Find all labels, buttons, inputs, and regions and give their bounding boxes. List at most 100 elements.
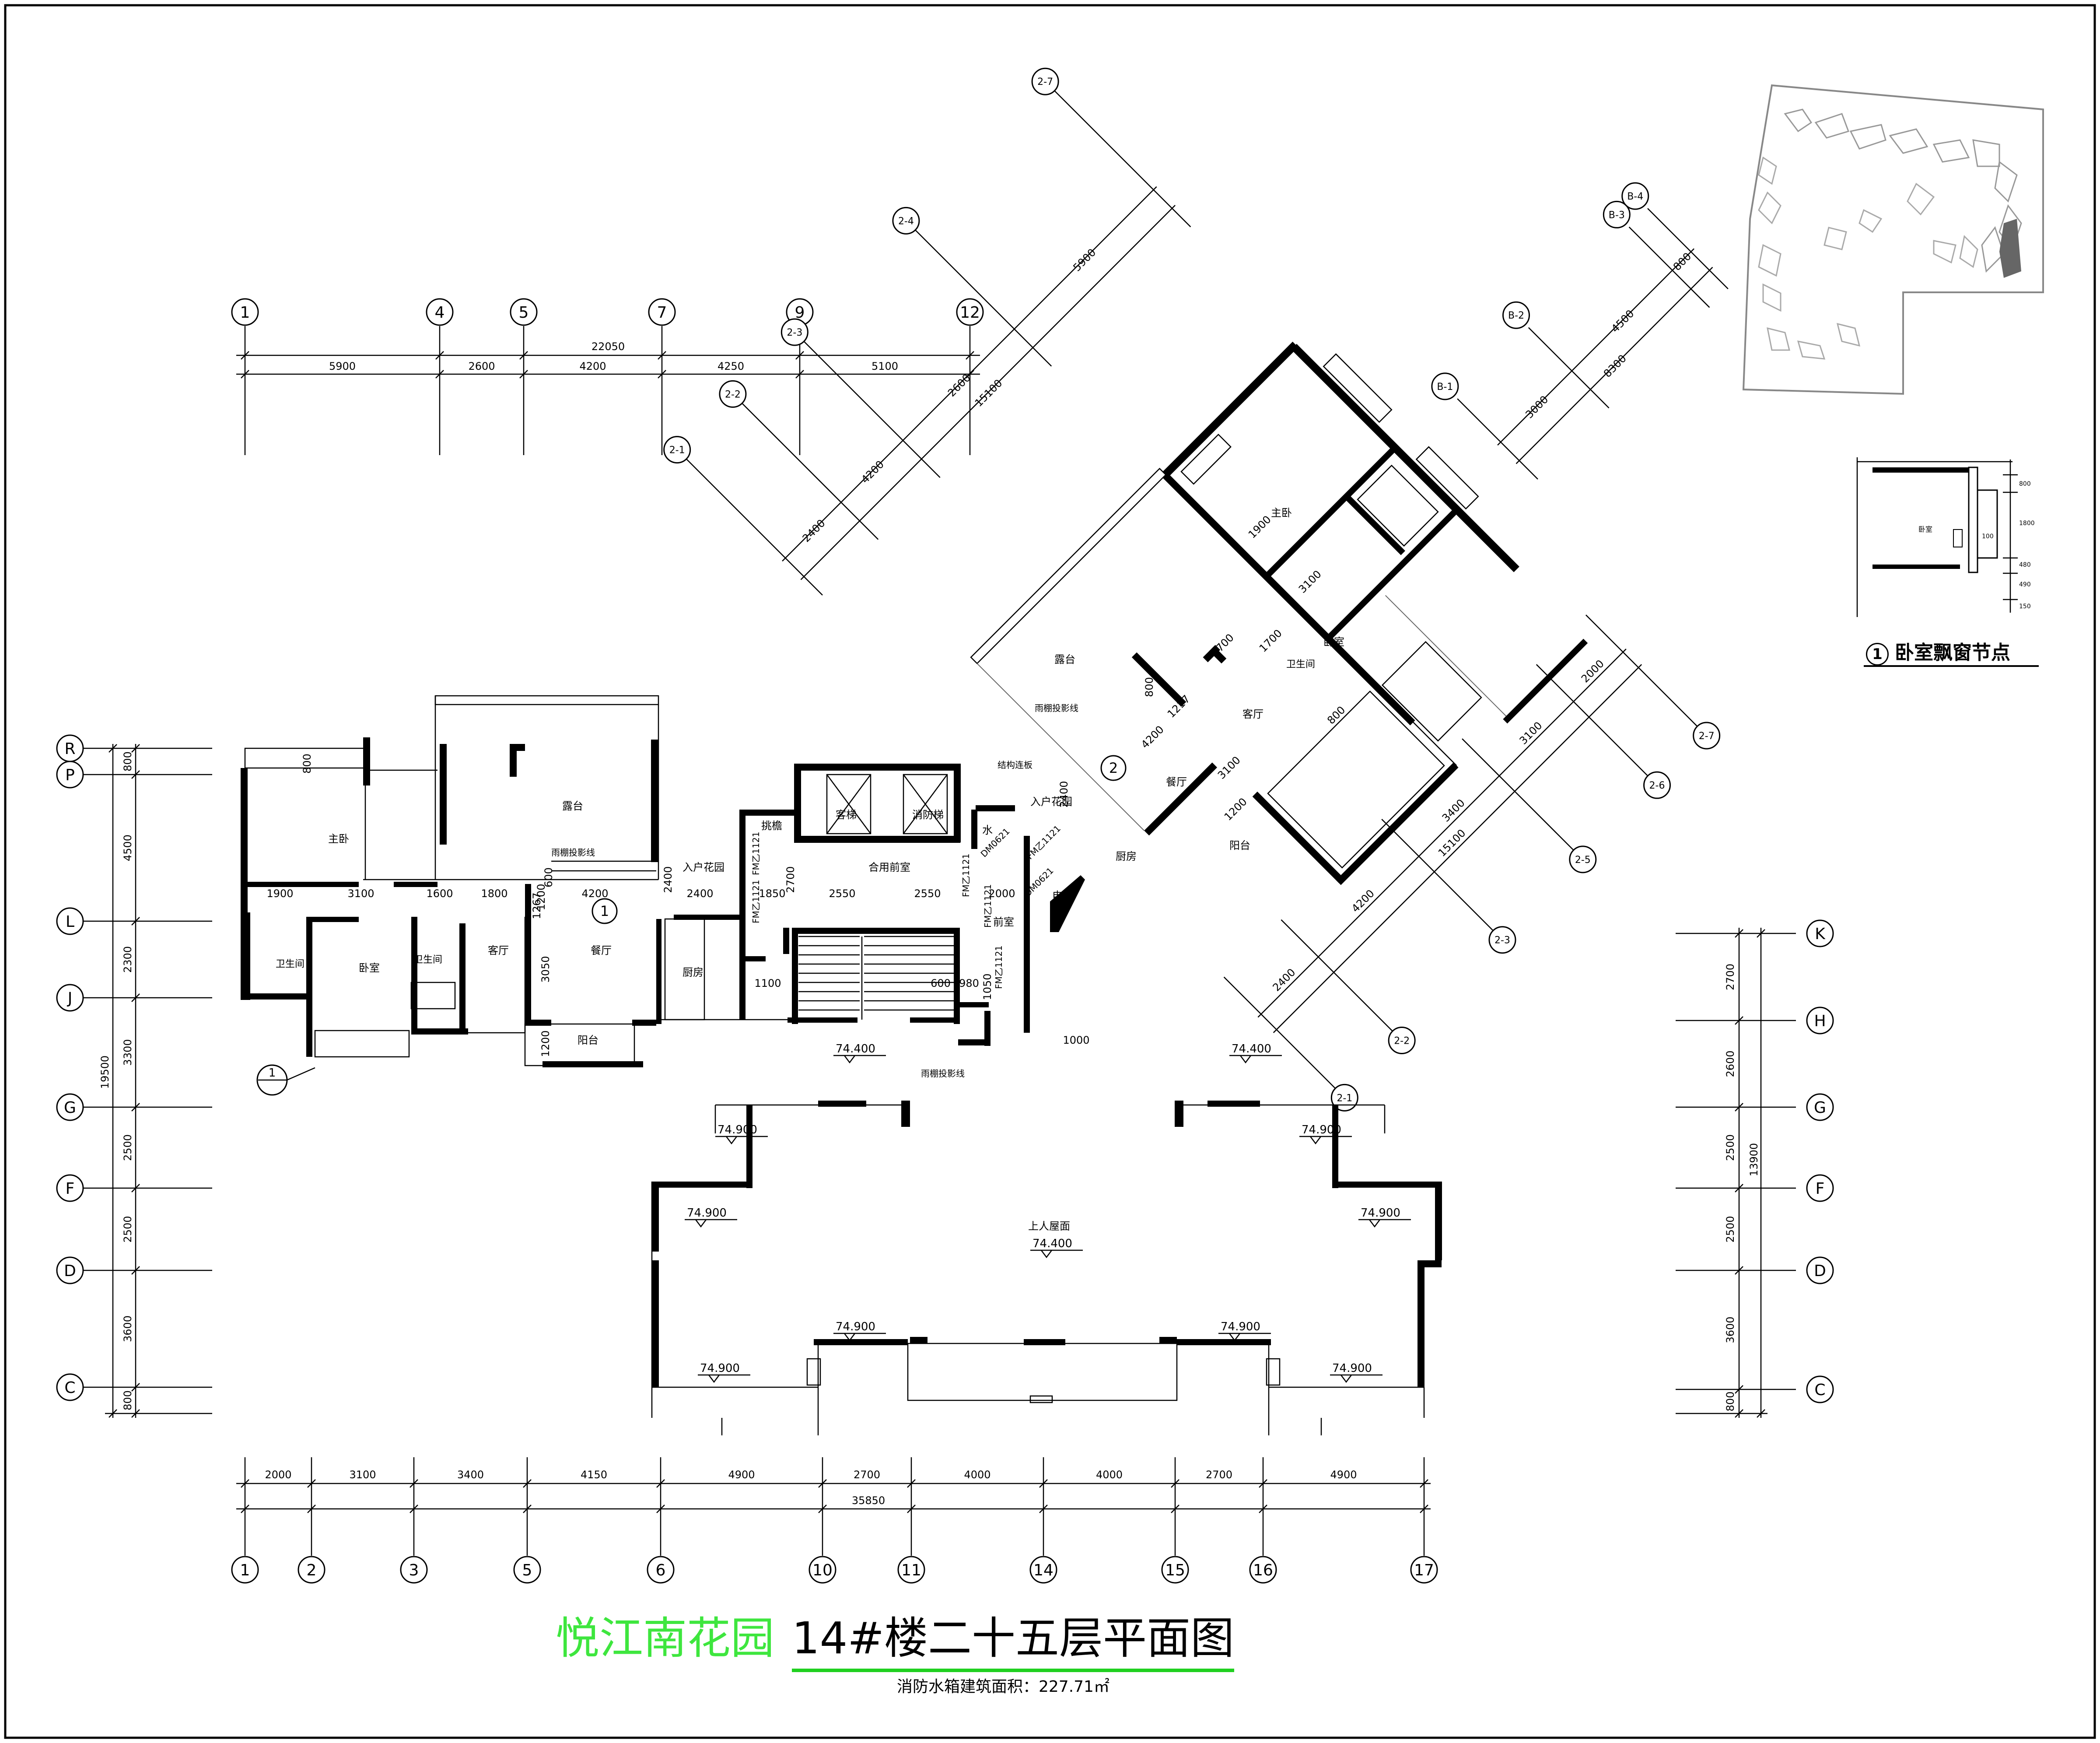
axis-bubble [56, 1093, 84, 1121]
dimension-value: 3400 [457, 1469, 484, 1481]
axis-bubble [1161, 1556, 1189, 1584]
detail-dim: 800 [2019, 480, 2031, 487]
room-labels: 主卧 露台 雨棚投影线 入户花园 挑檐 客梯 消防梯 合用前室 前室 水 电 卧… [276, 507, 1344, 1232]
dimension-value: 800 [122, 1390, 134, 1410]
dimension-value: 2500 [1724, 1216, 1736, 1242]
axis-bubble [1031, 67, 1059, 95]
dimension-value: 2400 [1270, 966, 1298, 994]
roof-outline [651, 1101, 1442, 1435]
core-walls [788, 764, 1085, 1046]
dimension-value: 800 [1143, 677, 1155, 697]
axis-label: 1 [240, 304, 250, 322]
detail-underline [1864, 665, 2039, 667]
dimension-value: 2500 [1724, 1134, 1736, 1161]
detail-dim: 480 [2019, 561, 2031, 568]
axis-label: 2-2 [725, 389, 741, 400]
room-label: 厨房 [682, 966, 704, 978]
axis-label: 5 [522, 1561, 532, 1579]
dimension-total: 22050 [592, 340, 625, 353]
axis-label: 2-3 [787, 327, 802, 338]
room-label: 餐厅 [1166, 776, 1187, 788]
axis-label: 10 [812, 1561, 833, 1579]
room-label: 卧室 [359, 962, 380, 974]
room-label: 卫生间 [276, 959, 304, 970]
dimension-value: 600 [931, 977, 951, 989]
axis-bubble [231, 1556, 259, 1584]
annotation-label: 雨棚投影线 [921, 1068, 965, 1079]
axis-bubble [1431, 372, 1459, 400]
axis-bubble [897, 1556, 925, 1584]
dimension-value: 1100 [754, 977, 781, 989]
elevation-value: 74.900 [1361, 1206, 1400, 1220]
axis-label: 2-5 [1575, 855, 1591, 866]
axis-label: F [1816, 1180, 1825, 1198]
axis-bubble [298, 1556, 326, 1584]
dimension-value: 2500 [122, 1134, 134, 1161]
axis-bubble [1502, 301, 1530, 329]
axis-label: 2-4 [898, 216, 914, 227]
detail-dim: 100 [1982, 533, 1994, 540]
dimension-value: 4200 [859, 458, 886, 486]
axis-label: J [67, 989, 73, 1007]
axis-label: C [1814, 1381, 1825, 1399]
drawing-frame [4, 4, 2096, 1739]
door-tag: FM乙1121 [983, 884, 993, 928]
axis-label: 6 [656, 1561, 666, 1579]
dimension-value: 2700 [784, 866, 797, 893]
dimension-total: 8300 [1601, 352, 1629, 380]
dimension-value: 2000 [988, 887, 1015, 900]
axis-bubble [56, 907, 84, 935]
axis-bubble [56, 984, 84, 1012]
key-plan [1742, 84, 2044, 395]
axis-bubble [56, 761, 84, 789]
axis-label: 7 [657, 304, 667, 322]
dimension-value: 4500 [122, 835, 134, 861]
elevation-value: 74.900 [1302, 1123, 1341, 1136]
room-label: 合用前室 [868, 861, 910, 873]
axis-bubble [56, 1256, 84, 1284]
room-label: 客厅 [488, 944, 509, 957]
dimension-value: 5100 [872, 360, 898, 372]
axis-label: 2-6 [1649, 780, 1665, 791]
axis-bubble [1643, 771, 1671, 799]
axis-bubble [1806, 919, 1834, 947]
dimension-value: 800 [1671, 250, 1694, 273]
annotation-label: 雨棚投影线 [1035, 703, 1078, 713]
axis-label: 12 [960, 304, 980, 322]
axis-bubble [1330, 1084, 1358, 1112]
dimension-value: 1900 [266, 887, 293, 900]
axis-label: 2 [307, 1561, 317, 1579]
axis-label: G [1814, 1099, 1826, 1117]
annotation-label: 结构连板 [998, 760, 1032, 770]
dimension-value: 2500 [122, 1216, 134, 1242]
axis-bubble [663, 436, 691, 464]
elevation-value: 74.900 [700, 1362, 740, 1375]
axis-label: 2-3 [1494, 935, 1510, 946]
dimension-value: 2300 [122, 946, 134, 973]
axis-bubble [1806, 1174, 1834, 1202]
room-label: 电 [1052, 890, 1063, 902]
elevation-value: 74.400 [836, 1042, 875, 1056]
axis-bubble [1410, 1556, 1438, 1584]
room-label: 客梯 [836, 809, 857, 821]
axis-bubble [648, 298, 676, 326]
axis-label: 16 [1253, 1561, 1273, 1579]
room-label: 消防梯 [912, 809, 944, 821]
axis-bubble [956, 298, 984, 326]
room-label: 挑檐 [761, 820, 782, 832]
dimension-value: 600 [542, 867, 555, 887]
axis-bubble [780, 318, 808, 346]
dimension-value: 2600 [468, 360, 495, 372]
elevation-value: 74.900 [1221, 1320, 1260, 1333]
room-label: 厨房 [1116, 850, 1137, 863]
axis-label: 2-1 [1337, 1093, 1352, 1104]
axis-bubble [1603, 200, 1631, 228]
dimension-value: 3100 [1517, 719, 1545, 747]
dimension-value: 2400 [662, 866, 674, 893]
dimension-value: 4900 [1330, 1469, 1357, 1481]
axis-bubble [56, 1373, 84, 1401]
